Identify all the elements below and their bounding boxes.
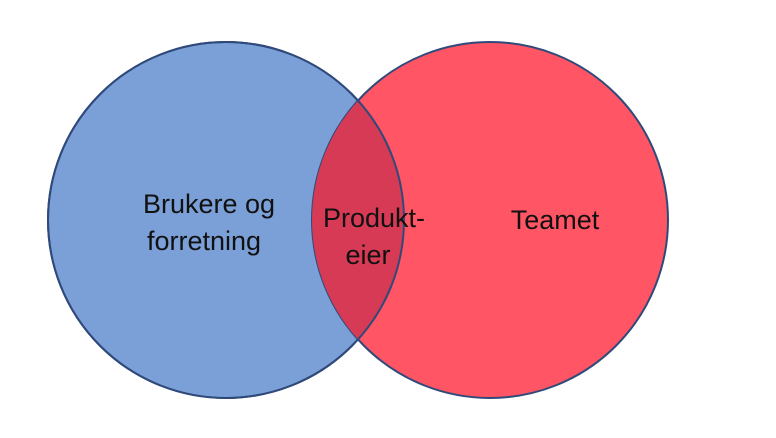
- set-outline-left: [47, 41, 405, 399]
- set-label-right: Teamet: [511, 205, 600, 235]
- set-label-left-line-2: forretning: [147, 226, 261, 256]
- intersection-label-line-2: eier: [345, 240, 390, 270]
- intersection-label-line-1: Produkt-: [323, 203, 425, 233]
- set-label-left-line-1: Brukere og: [143, 189, 275, 219]
